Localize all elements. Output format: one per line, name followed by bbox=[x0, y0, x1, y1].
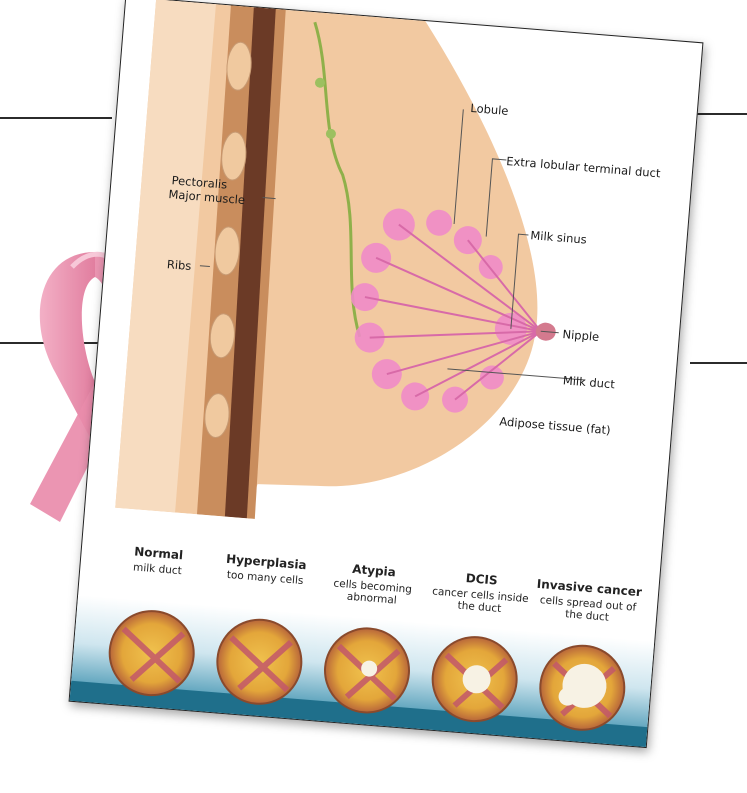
stage-dcis: DCIS cancer cells inside the duct bbox=[424, 568, 537, 618]
label-nipple: Nipple bbox=[562, 327, 600, 344]
stage-hyperplasia: Hyperplasia too many cells bbox=[210, 551, 322, 589]
stage-dcis-desc: cancer cells inside the duct bbox=[424, 585, 536, 618]
label-ribs: Ribs bbox=[166, 257, 192, 273]
background-rule-middle-right bbox=[690, 362, 747, 364]
label-lobule: Lobule bbox=[470, 101, 509, 118]
stage-atypia: Atypia cells becoming abnormal bbox=[316, 559, 429, 609]
breast-anatomy-poster: Lobule Extra lobular terminal duct Pecto… bbox=[69, 0, 704, 748]
stage-normal: Normal milk duct bbox=[102, 542, 214, 580]
stage-invasive-cancer: Invasive cancer cells spread out of the … bbox=[532, 577, 645, 627]
breast-anatomy-illustration bbox=[85, 0, 702, 552]
stage-atypia-desc: cells becoming abnormal bbox=[316, 576, 428, 609]
background-rule-top bbox=[0, 117, 112, 119]
stage-invasive-cancer-desc: cells spread out of the duct bbox=[532, 594, 644, 627]
